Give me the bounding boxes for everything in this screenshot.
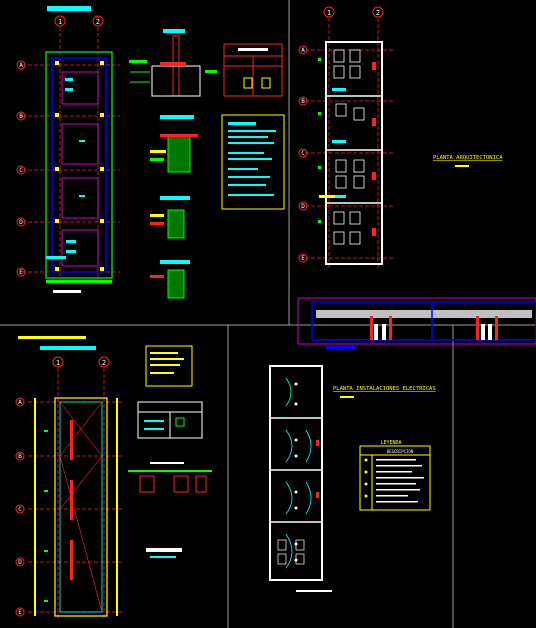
schedule-table bbox=[223, 43, 283, 97]
axis-label: 2 bbox=[102, 359, 106, 367]
general-notes bbox=[221, 114, 285, 210]
framing-plan: 1 2 A B C D E bbox=[15, 336, 122, 618]
architectural-plan: 1 2 A B C D E bbox=[298, 6, 503, 270]
row-label: E bbox=[19, 269, 23, 276]
axis-label: 2 bbox=[376, 9, 380, 17]
row-label: D bbox=[18, 559, 22, 566]
axis-label: 1 bbox=[58, 18, 62, 26]
foundation-plan: 1 2 A B C D E bbox=[16, 6, 120, 293]
row-label: E bbox=[18, 609, 22, 616]
elevation-section bbox=[297, 297, 536, 349]
row-label: D bbox=[301, 203, 305, 210]
row-label: C bbox=[301, 150, 305, 157]
axis-label: 1 bbox=[56, 359, 60, 367]
row-label: A bbox=[19, 62, 23, 69]
row-label: E bbox=[301, 255, 305, 262]
row-label: B bbox=[18, 453, 22, 460]
row-label: A bbox=[301, 47, 305, 54]
plan-title: PLANTA ARQUITECTONICA bbox=[433, 155, 503, 161]
framing-details bbox=[128, 345, 212, 558]
row-label: A bbox=[18, 399, 22, 406]
legend-title: LEYENDA bbox=[380, 440, 401, 446]
row-label: D bbox=[19, 219, 23, 226]
electrical-legend: LEYENDA DESCRIPCION bbox=[359, 440, 431, 511]
row-label: C bbox=[19, 167, 23, 174]
legend-subtitle: DESCRIPCION bbox=[387, 449, 414, 454]
plan-title: PLANTA INSTALACIONES ELECTRICAS bbox=[333, 386, 436, 392]
axis-label: 1 bbox=[327, 9, 331, 17]
row-label: C bbox=[18, 506, 22, 513]
axis-label: 2 bbox=[96, 18, 100, 26]
electrical-plan: PLANTA INSTALACIONES ELECTRICAS bbox=[269, 365, 436, 592]
section-details bbox=[129, 29, 217, 299]
row-label: B bbox=[301, 98, 305, 105]
row-label: B bbox=[19, 113, 23, 120]
